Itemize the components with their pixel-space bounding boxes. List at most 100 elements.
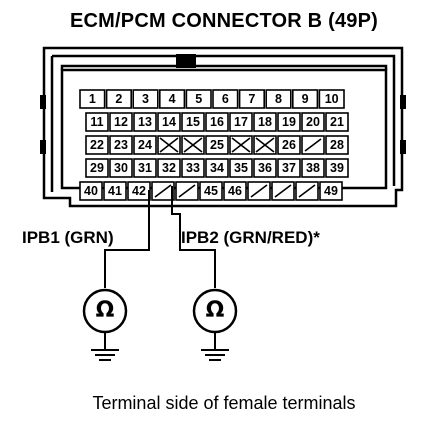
ohmmeter-left (82, 288, 128, 361)
ipb2-wire (171, 186, 216, 288)
pin-cavity (109, 158, 133, 178)
ohmmeter-left-icon: Ω (95, 298, 115, 323)
pin-number: 5 (195, 92, 203, 106)
pin-number: 1 (88, 92, 96, 106)
blank-cavity-mark (231, 137, 251, 153)
pin-number: 24 (138, 138, 152, 152)
pin-cavity (181, 112, 205, 132)
pin-cavity (205, 112, 229, 132)
pin-cavity (133, 158, 157, 178)
pin-number: 10 (324, 92, 339, 106)
pin-number: 3 (142, 92, 149, 106)
pin-number: 33 (186, 161, 200, 175)
pin-number: 45 (204, 184, 218, 198)
pin-cavity (229, 112, 253, 132)
pin-cavity (265, 89, 292, 109)
diagram-title: ECM/PCM CONNECTOR B (49P) (70, 10, 378, 32)
pin-number: 29 (90, 161, 104, 175)
pin-cavity (229, 158, 253, 178)
pin-cavity (325, 158, 349, 178)
ipb1-label: IPB1 (GRN) (22, 228, 114, 247)
pin-cavity (159, 89, 186, 109)
pin-number: 46 (228, 184, 242, 198)
pin-number: 28 (330, 138, 344, 152)
pin-number: 39 (330, 161, 344, 175)
pin-cavity (212, 89, 239, 109)
unused-cavity-mark (298, 184, 316, 198)
pin-number: 19 (282, 115, 296, 129)
unused-cavity-mark (154, 184, 172, 198)
pin-number: 35 (234, 161, 248, 175)
pin-number: 49 (324, 184, 338, 198)
pin-cavity (238, 89, 266, 109)
pin-number: 30 (114, 161, 128, 175)
pin-cavity (109, 112, 133, 132)
pin-number: 34 (210, 161, 224, 175)
pin-number: 38 (306, 161, 320, 175)
pin-cavity (205, 158, 229, 178)
pin-number: 25 (210, 138, 224, 152)
pin-number: 22 (90, 138, 104, 152)
pin-number: 17 (234, 115, 248, 129)
unused-cavity-mark (250, 184, 268, 198)
pin-cavity (319, 181, 343, 201)
pin-cavity (181, 158, 205, 178)
pin-number: 9 (301, 92, 309, 106)
blank-cavity-mark (255, 137, 275, 153)
ipb1-wire (104, 190, 150, 288)
unused-cavity-mark (304, 138, 322, 152)
pin-cavity (277, 112, 301, 132)
ipb2-label: IPB2 (GRN/RED)* (181, 228, 320, 247)
pin-number: 6 (221, 92, 229, 106)
pin-number: 32 (162, 161, 176, 175)
pin-cavity (223, 181, 247, 201)
pin-cavity (277, 135, 301, 155)
pin-cavity (325, 135, 349, 155)
pin-number: 13 (138, 115, 152, 129)
pin-cavity (301, 112, 325, 132)
unused-cavity-mark (274, 184, 292, 198)
pin-number: 7 (248, 92, 256, 106)
pin-cavity (133, 112, 157, 132)
pin-cavity (157, 112, 181, 132)
pin-cavity (199, 181, 223, 201)
pin-cavity (79, 181, 103, 201)
pin-cavity (301, 158, 325, 178)
pin-number: 21 (330, 115, 344, 129)
pin-number: 42 (132, 184, 146, 198)
pin-cavity (103, 181, 127, 201)
pin-number: 11 (90, 115, 104, 129)
pin-number: 20 (306, 115, 320, 129)
pin-cavity (291, 89, 319, 109)
pin-number: 26 (282, 138, 296, 152)
pin-number: 4 (168, 92, 176, 106)
pin-cavity (85, 112, 109, 132)
blank-cavity-mark (183, 137, 203, 153)
pin-number: 23 (114, 138, 128, 152)
housing-tabs (40, 54, 406, 154)
pin-cavity (253, 112, 277, 132)
pin-number: 15 (186, 115, 200, 129)
pin-cavity (85, 158, 109, 178)
pin-cavity (79, 89, 106, 109)
pin-number: 8 (275, 92, 282, 106)
pin-cavity (157, 158, 181, 178)
pin-number: 36 (258, 161, 272, 175)
pin-cavity (277, 158, 301, 178)
pin-cavity (132, 89, 159, 109)
pin-cavity (105, 89, 132, 109)
pin-number: 18 (258, 115, 272, 129)
pin-number: 41 (108, 184, 122, 198)
ohmmeter-right (192, 288, 238, 361)
pin-number: 14 (162, 115, 176, 129)
pin-cavity (85, 135, 109, 155)
pin-number: 16 (210, 115, 224, 129)
pin-cavity (325, 112, 349, 132)
pin-number: 12 (114, 115, 128, 129)
pin-grid (79, 89, 349, 201)
pin-number: 2 (115, 92, 123, 106)
diagram-caption: Terminal side of female terminals (92, 393, 356, 413)
pin-number: 31 (138, 161, 152, 175)
blank-cavity-mark (159, 137, 179, 153)
